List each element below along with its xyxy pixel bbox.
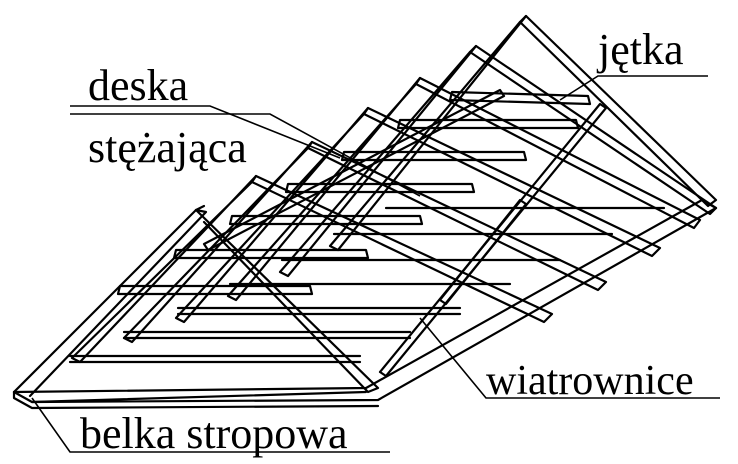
label-jetka: jętka: [598, 25, 684, 74]
leader-deska: [70, 105, 341, 159]
label-stezajaca: stężająca: [88, 123, 247, 172]
label-wiatrownice: wiatrownice: [486, 358, 694, 404]
leader-stezajaca: [70, 113, 421, 197]
leader-lines: [31, 75, 720, 453]
front-rafter-pair: [12, 204, 380, 398]
leader-wiatrownice: [419, 317, 720, 399]
leader-belka: [31, 397, 390, 453]
bracing-board: [202, 88, 506, 252]
label-belka-stropowa: belka stropowa: [80, 409, 348, 458]
floor-joists: [68, 206, 666, 364]
collar-beams: [116, 90, 592, 296]
leader-jetka: [559, 75, 708, 101]
wind-braces: [378, 102, 608, 378]
rafter-pairs: [70, 14, 718, 364]
label-deska: deska: [88, 61, 189, 110]
